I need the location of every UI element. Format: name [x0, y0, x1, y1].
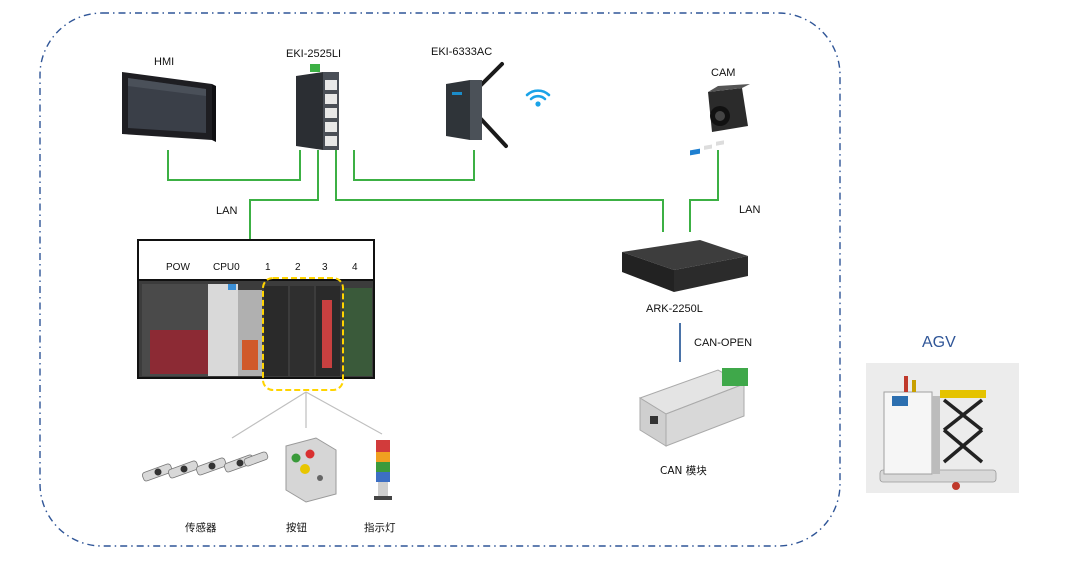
io-module-highlight [262, 277, 344, 391]
sensor-device [141, 451, 269, 482]
camera-label: CAM [711, 67, 735, 79]
can-module-device [638, 368, 748, 447]
plc-slot-1: 1 [265, 262, 271, 273]
controller-label: ARK-2250L [646, 303, 703, 315]
system-boundary [39, 12, 841, 547]
button-box-device [285, 437, 337, 503]
camera-device [708, 84, 750, 132]
indicator-tower-device [374, 440, 392, 500]
plc-slot-2: 2 [295, 262, 301, 273]
agv-image [866, 363, 1019, 493]
can-open-label: CAN-OPEN [694, 337, 752, 349]
plc-slot-cpu0: CPU0 [213, 262, 240, 273]
access-point-label: EKI-6333AC [431, 46, 492, 58]
wifi-icon [525, 89, 551, 107]
access-point-device [446, 62, 508, 148]
hmi-label: HMI [154, 56, 174, 68]
switch-device [296, 64, 339, 150]
lan-label-left: LAN [216, 205, 237, 217]
plc-slot-4: 4 [352, 262, 358, 273]
indicator-label: 指示灯 [364, 521, 396, 534]
plc-slot-pow: POW [166, 262, 190, 273]
switch-label: EKI-2525LI [286, 48, 341, 60]
controller-device [622, 140, 748, 292]
lan-wires [167, 150, 719, 240]
agv-label: AGV [922, 334, 956, 351]
hmi-device [122, 72, 216, 142]
button-label: 按钮 [286, 521, 307, 534]
sensor-label: 传感器 [185, 521, 217, 534]
plc-slot-3: 3 [322, 262, 328, 273]
plc-rack [137, 239, 375, 379]
io-fanout-lines [231, 391, 383, 439]
can-module-label: CAN 模块 [660, 465, 707, 477]
lan-label-right: LAN [739, 204, 760, 216]
